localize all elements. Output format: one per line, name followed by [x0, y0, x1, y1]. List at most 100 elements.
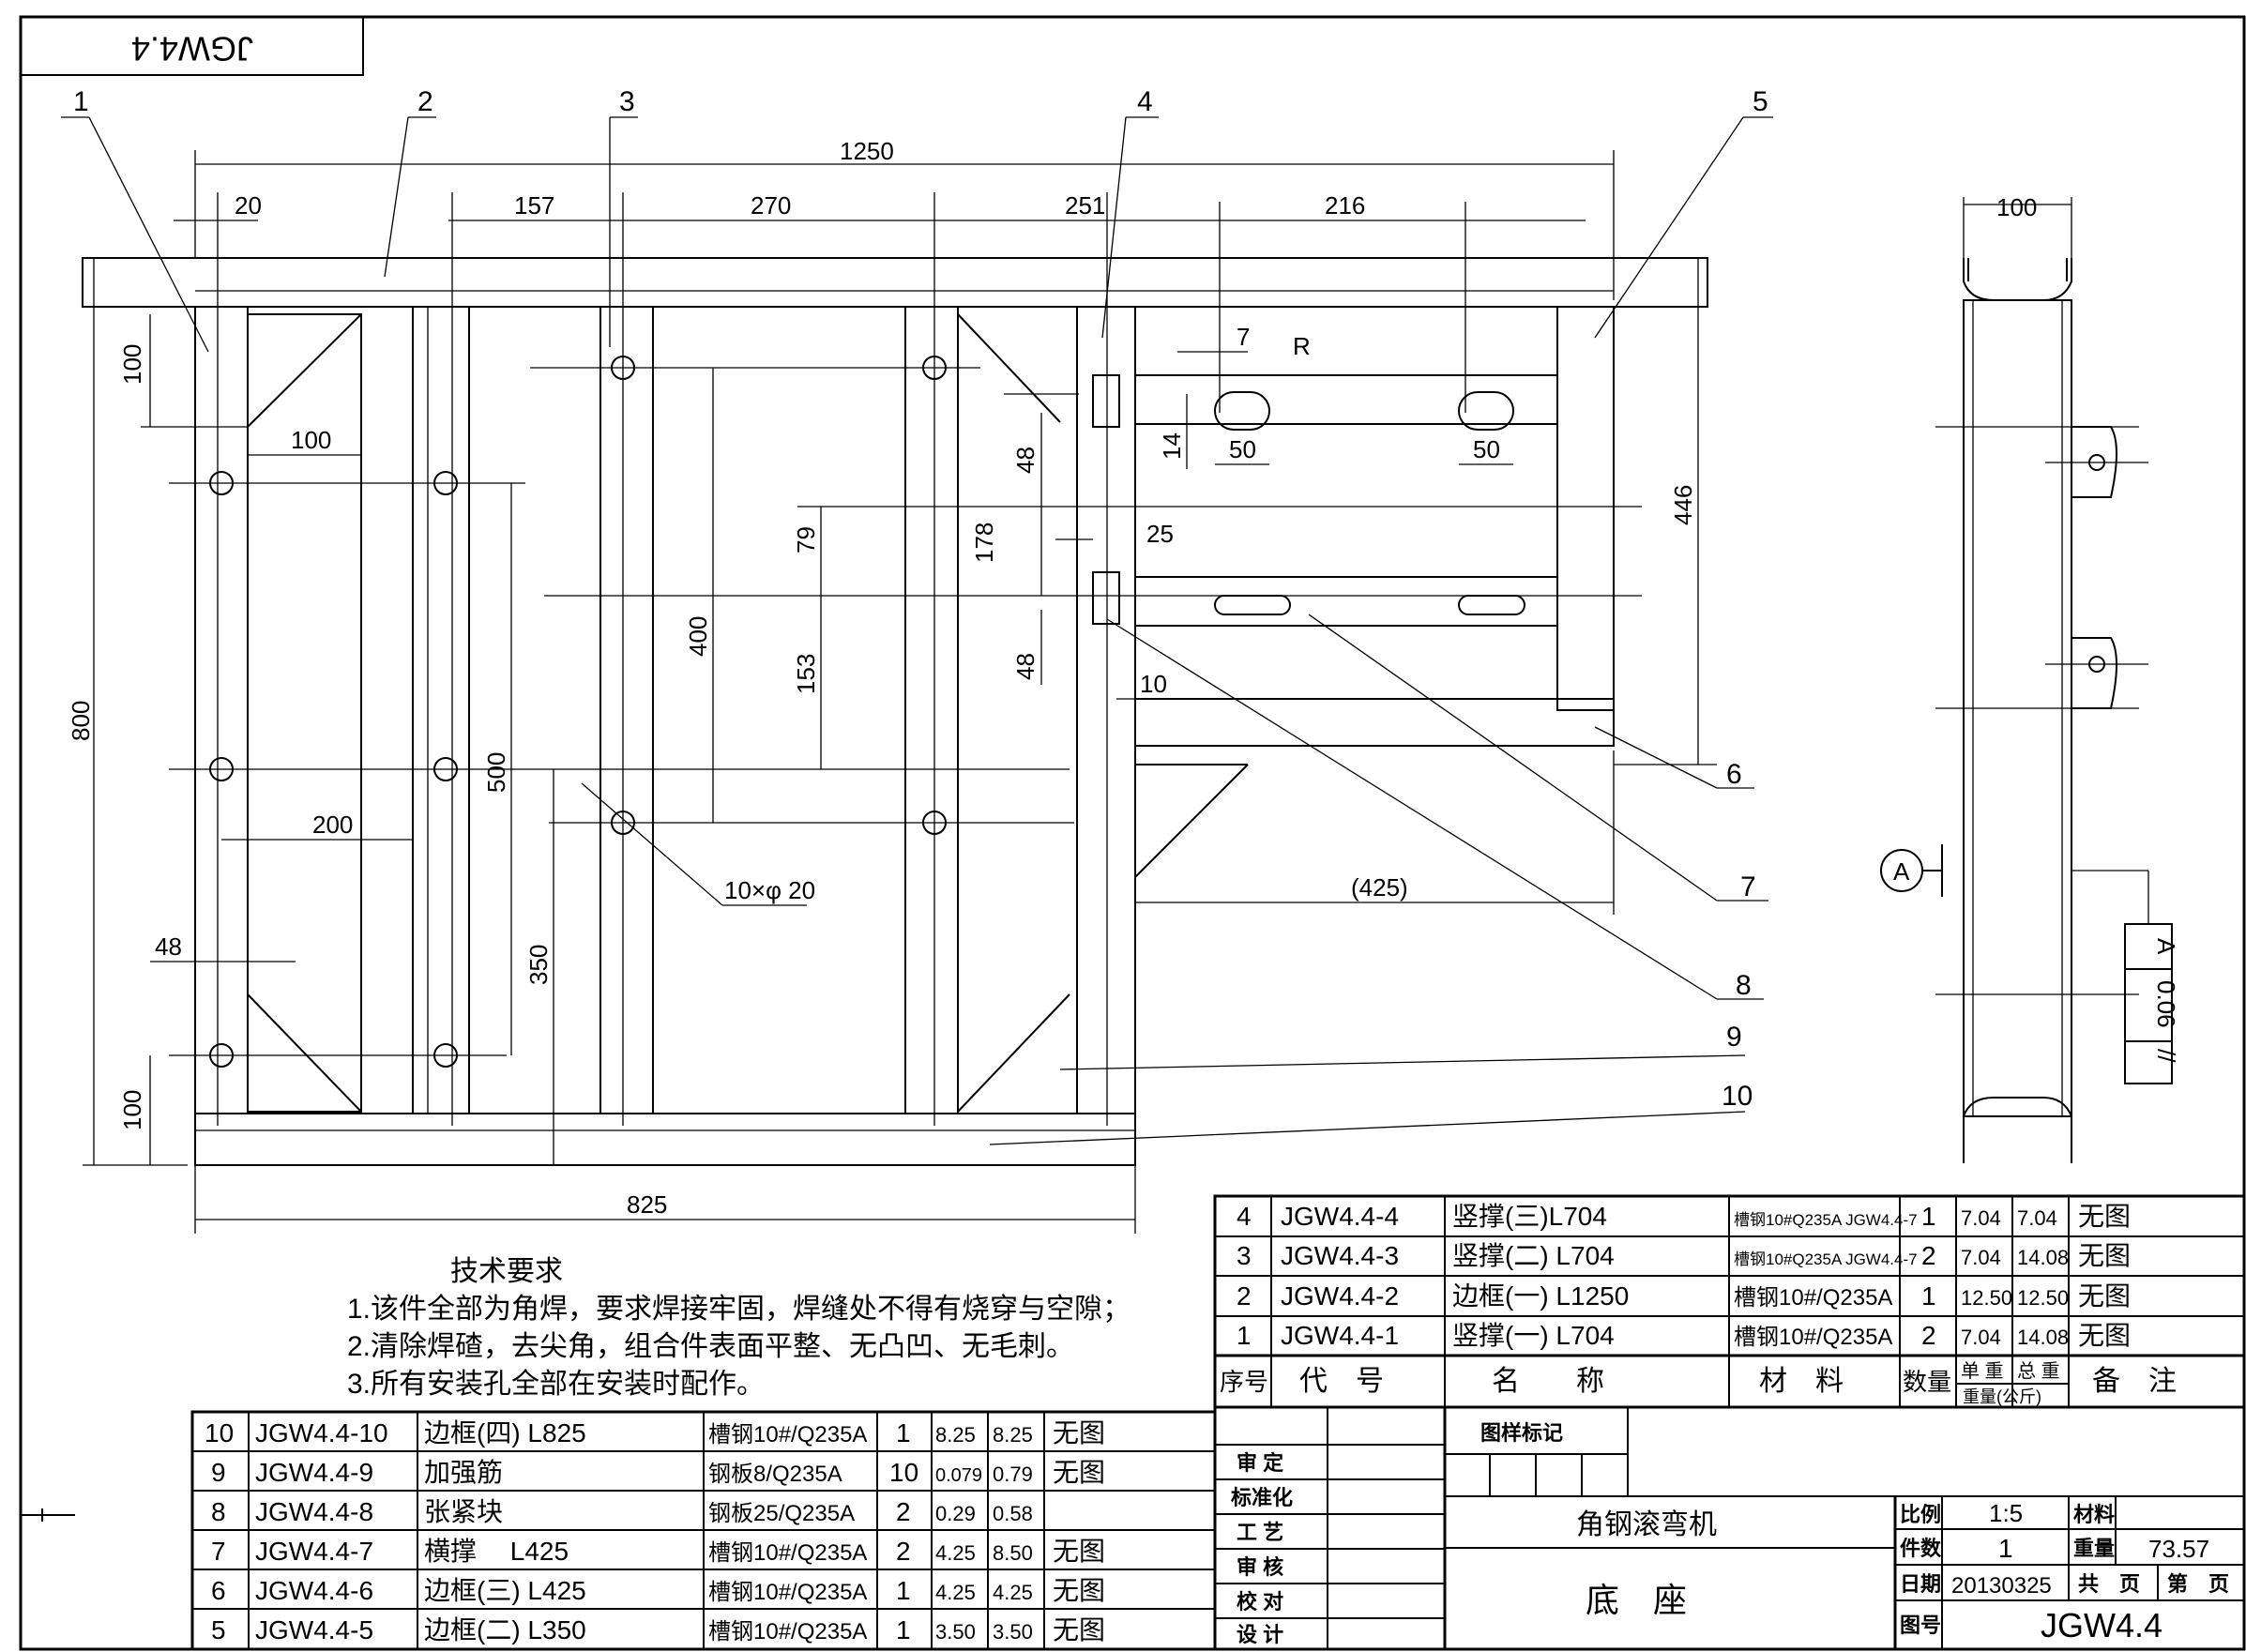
- bom-l-10-no: 10: [205, 1418, 234, 1447]
- bom-l-10-name: 边框(四) L825: [424, 1418, 586, 1447]
- bom-h-unit: 单 重: [1961, 1360, 2004, 1382]
- bom-u-1-remark: 无图: [2078, 1202, 2131, 1231]
- bom-l-6-total: 4.25: [993, 1581, 1033, 1604]
- dim-100-top: 100: [118, 344, 146, 385]
- bom-l-6-code: JGW4.4-6: [255, 1576, 373, 1605]
- dim-48-left: 48: [155, 932, 182, 961]
- bom-l-5-code: JGW4.4-5: [255, 1615, 373, 1644]
- bom-u-2-remark: 无图: [2078, 1241, 2131, 1270]
- dim-50-a: 50: [1229, 435, 1256, 463]
- bottom-frame-channel: [194, 1113, 1136, 1166]
- bom-h-material: 材 料: [1759, 1366, 1844, 1397]
- bom-h-name: 名 称: [1492, 1366, 1604, 1397]
- front-view: [61, 116, 1773, 1234]
- sheets-label: 共 页: [2078, 1572, 2140, 1596]
- bom-l-5-material: 槽钢10#/Q235A: [708, 1619, 867, 1644]
- left-post-1: [194, 306, 249, 1114]
- bom-l-9-name: 加强筋: [424, 1458, 503, 1487]
- bom-u-2-unit: 7.04: [1961, 1246, 2001, 1269]
- bom-l-7-total: 8.50: [993, 1541, 1033, 1565]
- dim-48-b: 48: [1011, 653, 1040, 680]
- dim-48-a: 48: [1011, 447, 1040, 474]
- dim-251: 251: [1065, 191, 1105, 220]
- bom-l-7-unit: 4.25: [935, 1541, 976, 1565]
- dim-425: (425): [1351, 873, 1408, 902]
- bom-u-4-qty: 2: [1921, 1321, 1936, 1350]
- product-name: 角钢滚弯机: [1576, 1509, 1717, 1540]
- tolerance-symbol: //: [2152, 1049, 2180, 1063]
- balloon-3: 3: [619, 86, 635, 117]
- bom-l-8-unit: 0.29: [935, 1502, 976, 1525]
- bom-u-1-qty: 1: [1921, 1202, 1936, 1231]
- bom-u-2-no: 3: [1237, 1241, 1252, 1270]
- bom-l-5-name: 边框(二) L350: [424, 1615, 586, 1644]
- bom-h-remark: 备 注: [2092, 1366, 2177, 1397]
- date-label: 日期: [1900, 1572, 1941, 1596]
- tolerance-value: 0.06: [2152, 980, 2180, 1028]
- bom-u-3-no: 2: [1237, 1281, 1252, 1311]
- dim-radius: R: [1293, 332, 1311, 360]
- drawing-no-label: 图号: [1900, 1614, 1941, 1637]
- dim-178: 178: [970, 523, 998, 563]
- dim-153: 153: [792, 654, 820, 694]
- bom-u-4-unit: 7.04: [1961, 1326, 2001, 1349]
- bom-h-total: 总 重: [2017, 1360, 2060, 1382]
- dim-holes: 10×φ 20: [724, 876, 815, 904]
- tolerance-frame: [2124, 923, 2173, 1084]
- bom-h-code: 代 号: [1299, 1366, 1384, 1397]
- dim-20: 20: [235, 191, 262, 220]
- dim-25: 25: [1146, 520, 1174, 548]
- bom-l-9-no: 9: [211, 1458, 226, 1487]
- dim-270: 270: [751, 191, 791, 220]
- bom-l-6-unit: 4.25: [935, 1581, 976, 1604]
- dimension-lines: [83, 150, 1717, 1234]
- bom-l-9-unit: 0.079: [935, 1465, 982, 1486]
- dim-79: 79: [792, 526, 820, 553]
- bom-u-3-remark: 无图: [2078, 1281, 2131, 1311]
- bom-u-3-code: JGW4.4-2: [1281, 1281, 1399, 1311]
- tech-req-title: 技术要求: [450, 1256, 563, 1287]
- bom-u-2-name: 竖撑(二) L704: [1452, 1241, 1615, 1270]
- bom-u-1-name: 竖撑(三)L704: [1452, 1202, 1607, 1231]
- bom-u-1-material: 槽钢10#Q235A JGW4.4-7: [1734, 1211, 1918, 1229]
- slot-4: [1458, 595, 1525, 615]
- bom-l-9-remark: 无图: [1053, 1458, 1105, 1487]
- bom-l-9-code: JGW4.4-9: [255, 1458, 373, 1487]
- count-label: 件数: [1900, 1537, 1942, 1560]
- bom-u-4-total: 14.08: [2017, 1326, 2069, 1349]
- top-frame-channel: [82, 257, 1708, 308]
- dim-200: 200: [312, 811, 353, 839]
- bom-u-1-code: JGW4.4-4: [1281, 1202, 1399, 1231]
- bom-h-weight: 重量(公斤): [1963, 1387, 2041, 1406]
- bom-u-4-code: JGW4.4-1: [1281, 1321, 1399, 1350]
- bom-u-4-no: 1: [1237, 1321, 1252, 1350]
- bom-l-9-total: 0.79: [993, 1463, 1033, 1486]
- side-dim-100: 100: [1996, 193, 2037, 221]
- bom-l-8-qty: 2: [896, 1497, 911, 1526]
- bom-l-10-code: JGW4.4-10: [255, 1418, 388, 1447]
- part-name: 底 座: [1586, 1581, 1687, 1619]
- bom-l-9-material: 钢板8/Q235A: [708, 1462, 842, 1487]
- bom-u-3-material: 槽钢10#/Q235A: [1734, 1285, 1892, 1311]
- side-view: [1880, 197, 2173, 1163]
- role-review: 审 核: [1237, 1555, 1283, 1579]
- post-2: [412, 306, 470, 1114]
- bom-l-7-material: 槽钢10#/Q235A: [708, 1540, 867, 1566]
- bom-l-6-remark: 无图: [1053, 1576, 1105, 1605]
- balloon-1: 1: [73, 86, 89, 117]
- bom-u-3-total: 12.50: [2017, 1286, 2069, 1310]
- bom-l-10-total: 8.25: [993, 1423, 1033, 1447]
- dim-216: 216: [1325, 191, 1365, 220]
- dim-400: 400: [684, 616, 712, 657]
- dim-446: 446: [1669, 485, 1697, 525]
- bom-u-2-total: 14.08: [2017, 1246, 2069, 1269]
- right-frame-channel: [1556, 306, 1615, 711]
- bom-l-5-unit: 3.50: [935, 1620, 976, 1644]
- role-process: 工 艺: [1237, 1521, 1283, 1544]
- bom-l-7-remark: 无图: [1053, 1537, 1105, 1566]
- title-block-grid: [1213, 1405, 2246, 1651]
- frame-3: [1134, 698, 1615, 747]
- bom-l-6-name: 边框(三) L425: [424, 1576, 586, 1605]
- tolerance-reference: A: [2152, 938, 2180, 955]
- material-label: 材料: [2073, 1503, 2115, 1526]
